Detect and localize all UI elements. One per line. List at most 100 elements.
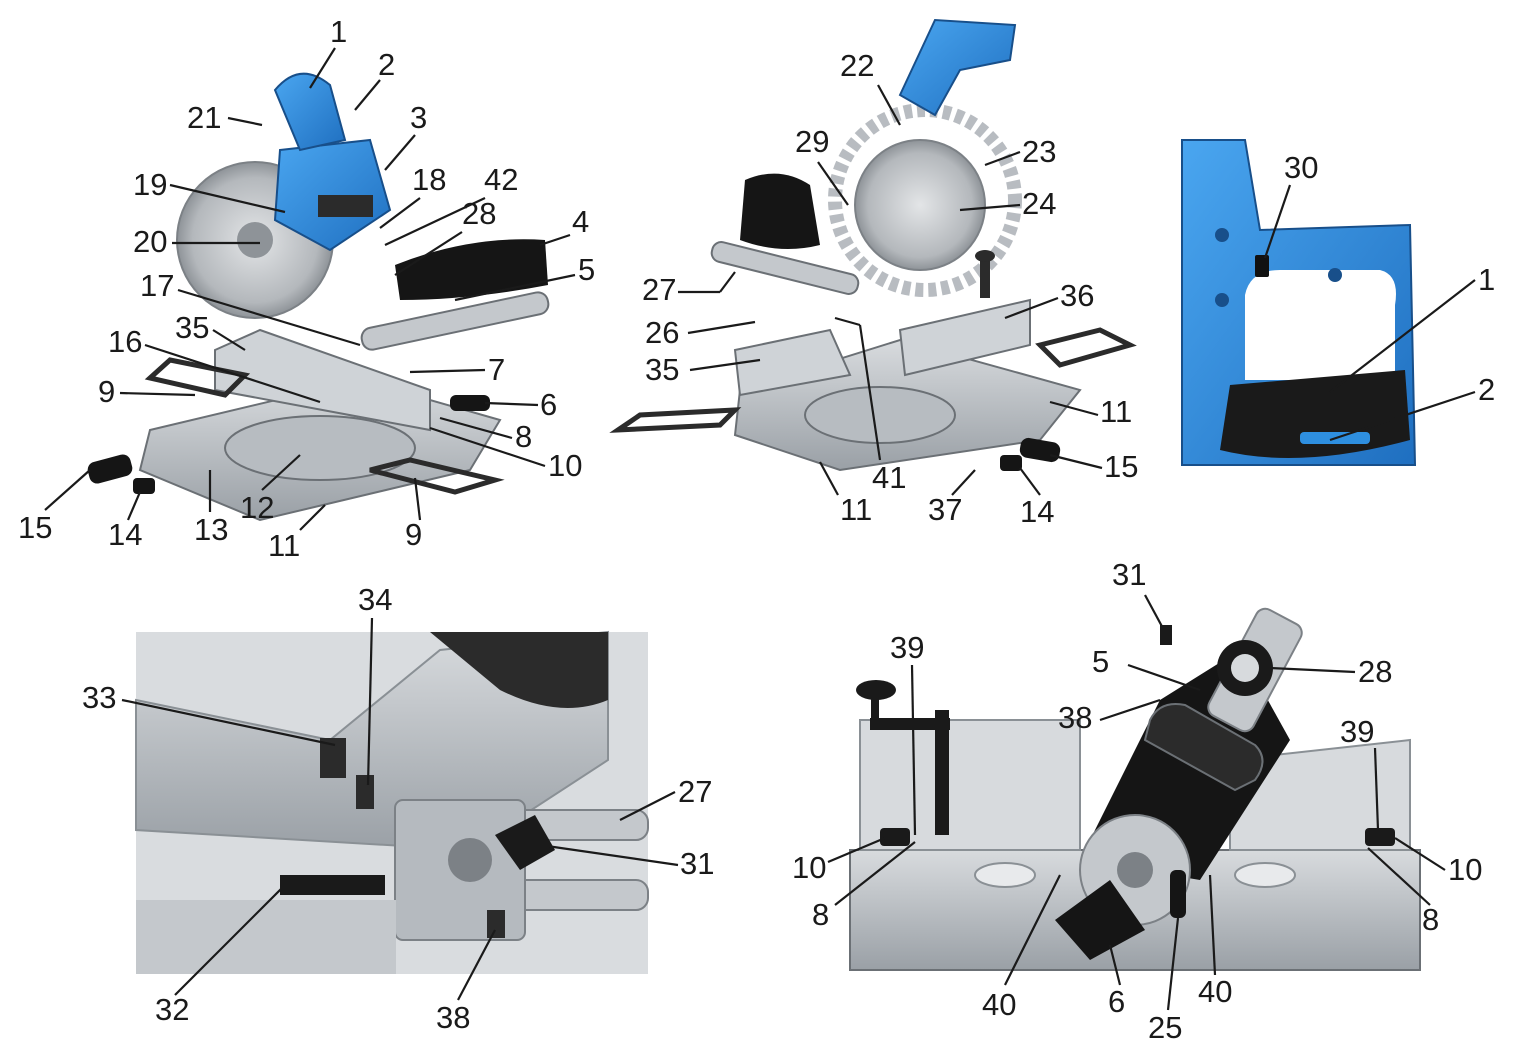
top-callout-8a: 8: [812, 897, 829, 932]
front-callout-15: 15: [18, 510, 52, 545]
top-clamp-arm-illustration: [870, 718, 950, 730]
rail-detail-bore-illustration: [448, 838, 492, 882]
front-blade-arbor-illustration: [237, 222, 273, 258]
front-callout-10: 10: [548, 448, 582, 483]
front-callout-5: 5: [578, 252, 595, 287]
top-callout-5: 5: [1092, 644, 1109, 679]
top-callout-10b: 10: [1448, 852, 1482, 887]
rear-callout-26: 26: [645, 315, 679, 350]
top-callout-8b: 8: [1422, 902, 1439, 937]
front-callout-11: 11: [268, 528, 300, 563]
front-callout-9a: 9: [98, 374, 115, 409]
top-view-panel: [850, 605, 1420, 970]
rail-detail-lever-34: [356, 775, 374, 809]
front-turntable-illustration: [225, 416, 415, 480]
top-callout-40b: 40: [1198, 974, 1232, 1009]
top-callout-39a: 39: [890, 630, 924, 665]
handle-closeup-panel: [1182, 140, 1415, 465]
front-callout-6: 6: [540, 387, 557, 422]
rail-detail-clamp-38: [487, 910, 505, 938]
rear-clamp-rod-illustration: [980, 258, 990, 298]
rear-callout-41: 41: [872, 460, 906, 495]
rear-callout-27: 27: [642, 272, 676, 307]
rear-callout-23: 23: [1022, 134, 1056, 169]
front-leader-14: [128, 492, 140, 520]
front-leader-9a: [120, 393, 195, 395]
top-clamp-screw-illustration: [871, 695, 879, 720]
front-handle-illustration: [275, 74, 345, 150]
rear-handle-illustration: [900, 20, 1015, 115]
rear-extension-arm-right-illustration: [1040, 330, 1130, 365]
front-leader-21: [228, 118, 262, 125]
handle-closeup-screw-3: [1328, 268, 1342, 282]
rail-callout-33: 33: [82, 680, 116, 715]
rear-callout-15: 15: [1104, 449, 1138, 484]
front-dust-bag-illustration: [395, 239, 548, 300]
handle-closeup-screw-1: [1215, 228, 1229, 242]
front-callout-19: 19: [133, 167, 167, 202]
rear-callout-14: 14: [1020, 494, 1054, 529]
handle-callout-2: 2: [1478, 372, 1495, 407]
front-callout-9b: 9: [405, 517, 422, 552]
rear-leader-41b: [835, 318, 860, 325]
top-lever-25-illustration: [1170, 870, 1186, 918]
front-leader-3: [385, 135, 415, 170]
front-callout-42: 42: [484, 162, 518, 197]
rear-callout-24: 24: [1022, 186, 1056, 221]
rail-callout-31: 31: [680, 846, 714, 881]
rear-callout-22: 22: [840, 48, 874, 83]
front-callout-35: 35: [175, 310, 209, 345]
top-callout-28: 28: [1358, 654, 1392, 689]
rail-detail-depth-stop-illustration: [280, 875, 385, 895]
top-callout-39b: 39: [1340, 714, 1374, 749]
front-callout-12: 12: [240, 490, 274, 525]
top-leader-5: [1128, 665, 1200, 690]
rear-leader-15: [1050, 455, 1102, 468]
front-leader-15: [45, 470, 90, 510]
handle-closeup-grip-opening-illustration: [1245, 270, 1396, 380]
front-leader-7: [410, 370, 485, 372]
top-knob-10-left-illustration: [880, 828, 910, 846]
rear-dust-bag-illustration: [740, 174, 820, 249]
top-knob-10-right-illustration: [1365, 828, 1395, 846]
front-callout-20: 20: [133, 224, 167, 259]
handle-callout-30: 30: [1284, 150, 1318, 185]
rear-callout-11b: 11: [840, 492, 872, 527]
rail-callout-32: 32: [155, 992, 189, 1027]
rear-callout-37: 37: [928, 492, 962, 527]
rear-callout-11a: 11: [1100, 394, 1132, 429]
top-callout-25: 25: [1148, 1010, 1182, 1045]
rear-extension-arm-left-illustration: [618, 410, 735, 430]
top-callout-10a: 10: [792, 850, 826, 885]
rail-detail-panel: [136, 632, 648, 974]
front-callout-2: 2: [378, 47, 395, 82]
rail-callout-38: 38: [436, 1000, 470, 1035]
front-callout-13: 13: [194, 512, 228, 547]
front-callout-16: 16: [108, 324, 142, 359]
front-callout-1: 1: [330, 14, 347, 49]
rear-blade-illustration: [855, 140, 985, 270]
rear-knob-15-illustration: [1019, 437, 1062, 464]
rear-clamp-knob-illustration: [975, 250, 995, 262]
top-callout-6: 6: [1108, 984, 1125, 1019]
rear-turntable-illustration: [805, 387, 955, 443]
front-callout-28: 28: [462, 196, 496, 231]
top-pivot-center-illustration: [1117, 852, 1153, 888]
front-callout-21: 21: [187, 100, 221, 135]
rear-callout-35: 35: [645, 352, 679, 387]
rear-leader-26: [688, 322, 755, 333]
top-callout-38: 38: [1058, 700, 1092, 735]
handle-callout-1: 1: [1478, 262, 1495, 297]
rear-leader-27b: [720, 272, 735, 292]
front-leader-2: [355, 80, 380, 110]
top-rail-end-bore-illustration: [1231, 654, 1259, 682]
handle-closeup-lock-switch-illustration: [1255, 255, 1269, 277]
top-leader-31: [1145, 595, 1165, 632]
front-leader-6: [485, 403, 538, 405]
rail-callout-34: 34: [358, 582, 392, 617]
front-callout-17: 17: [140, 268, 174, 303]
top-window-right-illustration: [1235, 863, 1295, 887]
rear-callout-29: 29: [795, 124, 829, 159]
front-callout-8: 8: [515, 419, 532, 454]
front-callout-18: 18: [412, 162, 446, 197]
